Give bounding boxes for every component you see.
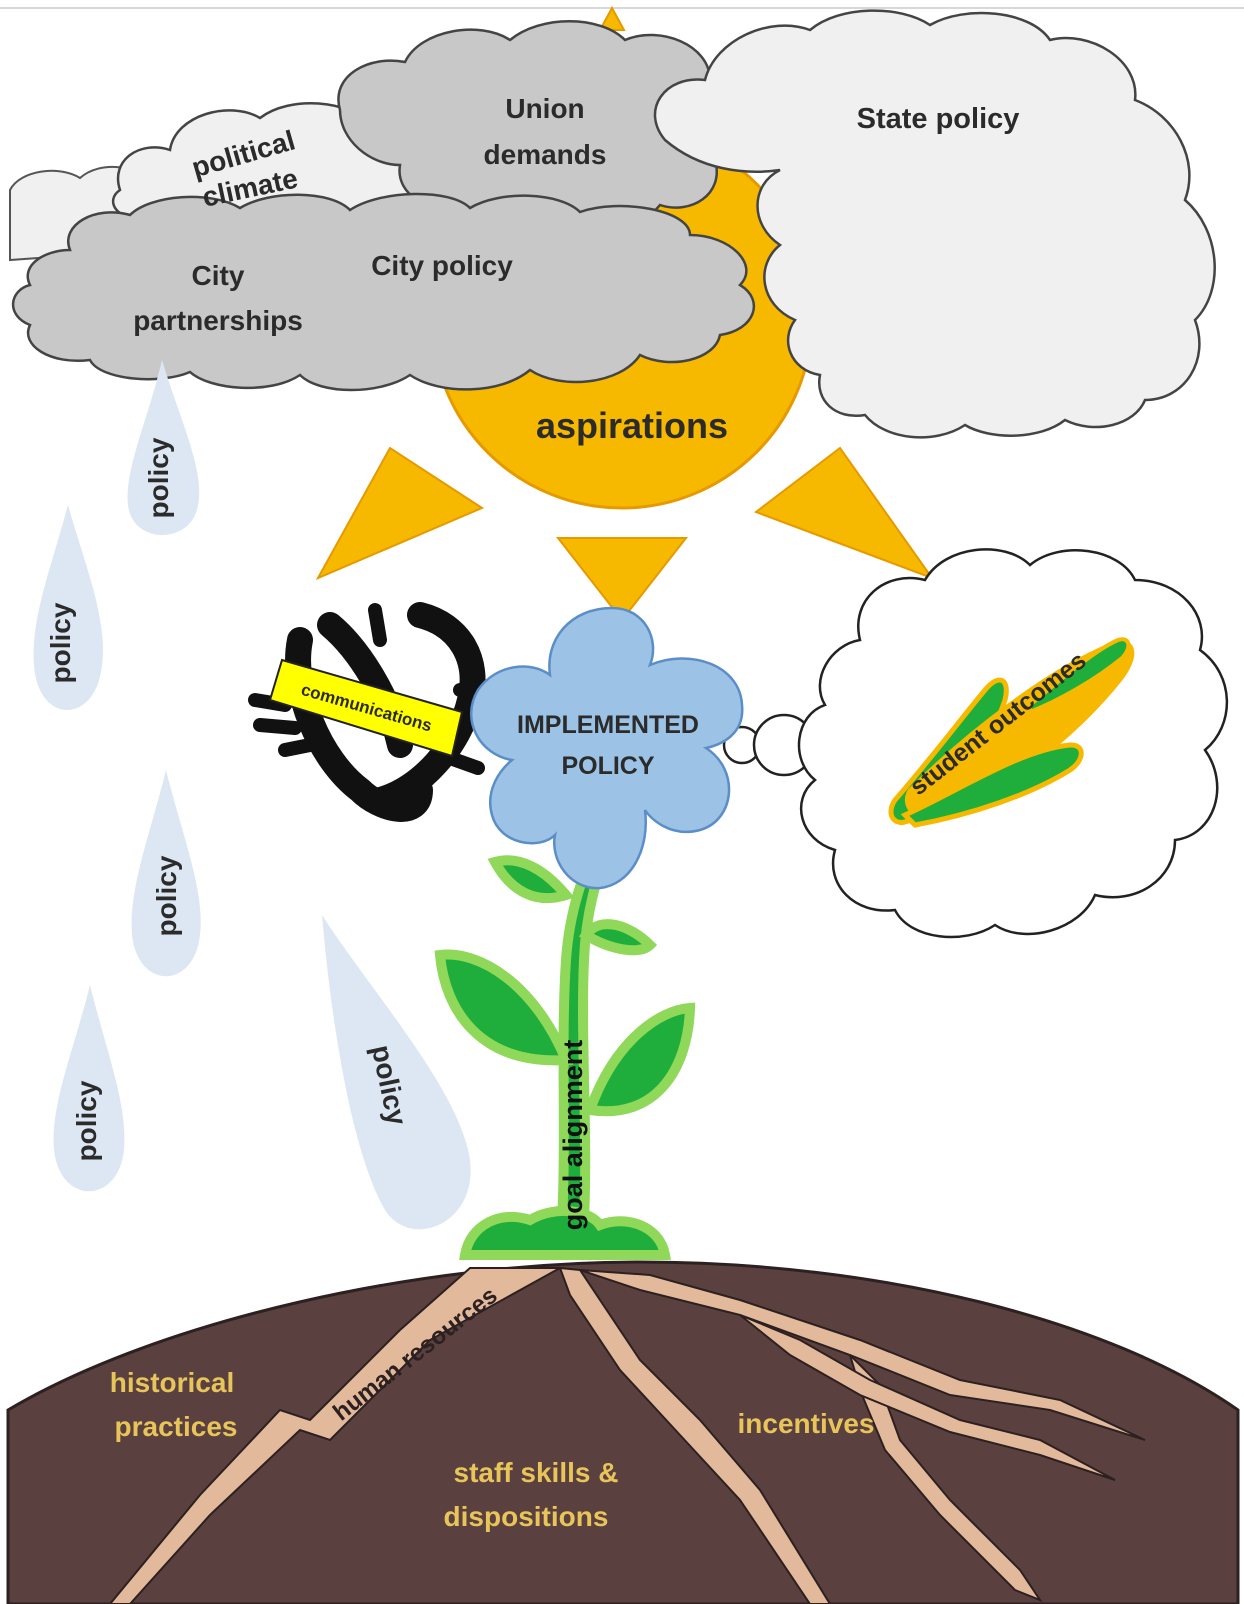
sun-ray-bottom: [558, 538, 686, 620]
cloud-union-demands-label-2: demands: [484, 139, 607, 170]
sun-ray-right: [756, 448, 932, 578]
cloud-city-partnerships-label-1: City: [192, 260, 245, 291]
flower-label-1: IMPLEMENTED: [517, 711, 699, 739]
soil-historical-label-2: practices: [115, 1411, 238, 1442]
raindrop-1-label: policy: [143, 437, 174, 518]
soil: human resources historical practices sta…: [8, 1262, 1238, 1604]
cloud-union-demands-label-1: Union: [505, 93, 584, 124]
communications-bug: communications: [255, 610, 500, 809]
bug-antenna-1: [375, 610, 380, 640]
soil-staff-skills-label-2: dispositions: [444, 1501, 609, 1532]
implemented-policy-flower: IMPLEMENTED POLICY: [471, 608, 742, 888]
soil-incentives-label: incentives: [738, 1408, 875, 1439]
stem-label: goal alignment: [558, 1040, 588, 1231]
flower-label-2: POLICY: [561, 752, 654, 780]
cloud-city-policy-label: City policy: [371, 250, 513, 281]
cloud-city-partnerships-label-2: partnerships: [133, 305, 303, 336]
leaf-upper-left: [495, 860, 566, 898]
raindrop-4-label: policy: [71, 1080, 102, 1161]
leaf-big-right: [590, 1008, 690, 1111]
bug-leg-3: [285, 745, 310, 750]
sun-label: aspirations: [536, 405, 728, 446]
leaf-upper-right: [586, 924, 650, 950]
raindrop-3-label: policy: [151, 855, 182, 936]
soil-historical-label-1: historical: [110, 1367, 234, 1398]
raindrop-2-label: policy: [45, 602, 76, 683]
clouds: political climate Union demands State po…: [10, 11, 1215, 438]
leaf-big-left: [440, 955, 566, 1061]
cloud-state-policy-label: State policy: [857, 103, 1020, 135]
bug-leg-6: [450, 758, 478, 768]
flower-petals: [471, 608, 742, 888]
bug-leg-2: [260, 725, 295, 728]
soil-staff-skills-label-1: staff skills &: [454, 1457, 619, 1488]
sun-ray-left: [318, 448, 482, 578]
